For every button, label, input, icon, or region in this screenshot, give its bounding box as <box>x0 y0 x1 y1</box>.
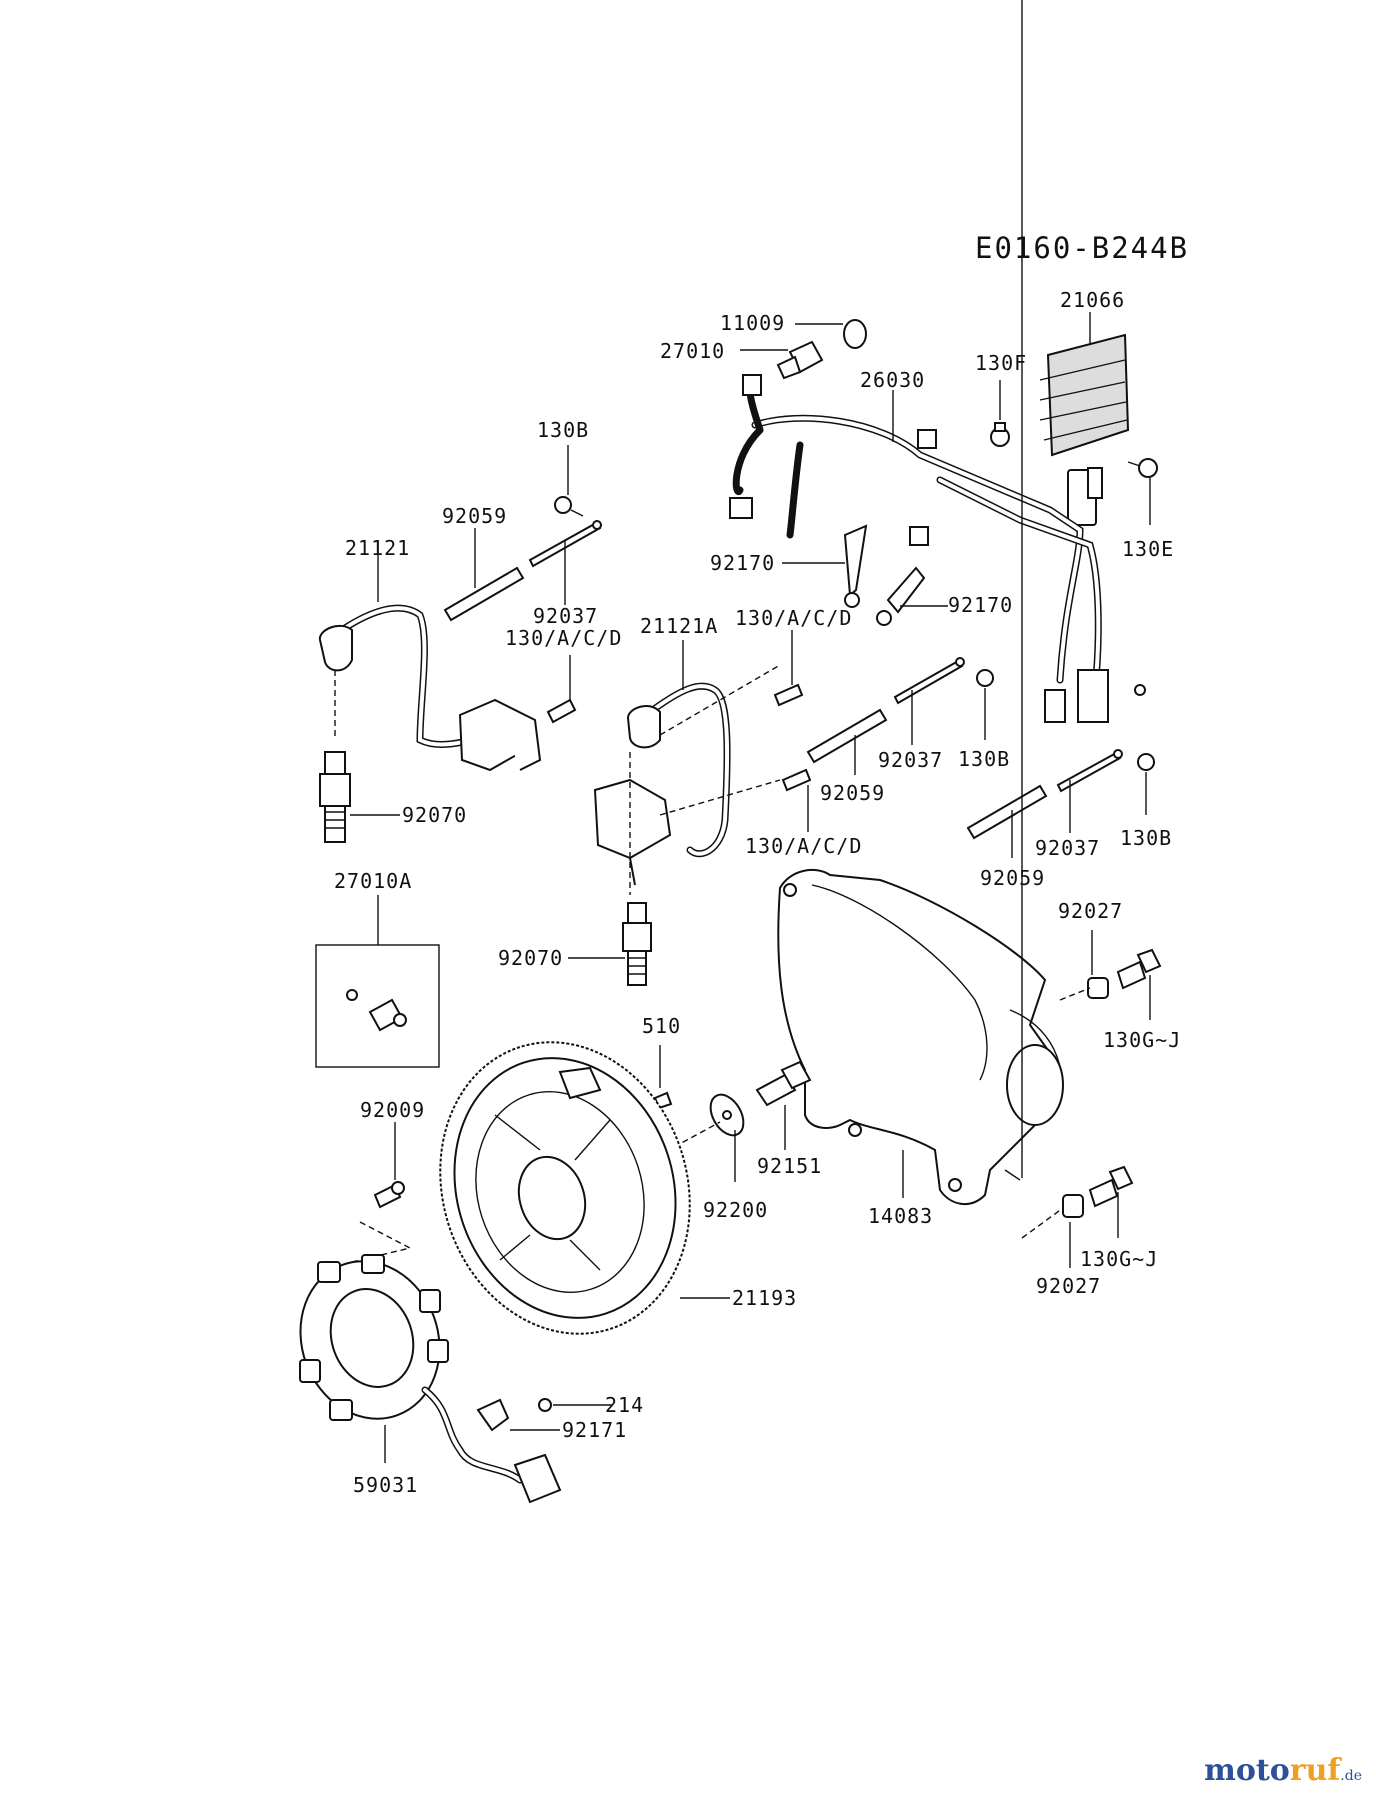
bolt-130acd-low[interactable] <box>781 768 812 792</box>
axis-92027-top <box>1059 987 1091 1001</box>
watermark-part2: ruf <box>1289 1753 1341 1788</box>
label-130b-top: 130B <box>537 418 589 442</box>
box-27010a <box>315 944 440 1068</box>
label-130e: 130E <box>1122 537 1174 561</box>
bolt-130gj-top[interactable] <box>1116 948 1162 990</box>
bolt-130acd-mid[interactable] <box>773 683 804 707</box>
switch-27010a[interactable] <box>346 989 407 1032</box>
label-92170-left: 92170 <box>710 551 775 575</box>
axis-92027-bot-c <box>1021 1207 1064 1239</box>
washer-11009[interactable] <box>843 319 867 349</box>
bolt-130b-right[interactable] <box>1137 753 1155 771</box>
label-130acd-mid: 130/A/C/D <box>735 606 852 630</box>
label-130b-right: 130B <box>1120 826 1172 850</box>
label-59031: 59031 <box>353 1473 418 1497</box>
label-92070-mid: 92070 <box>498 946 563 970</box>
label-92151: 92151 <box>757 1154 822 1178</box>
tube-92059-right[interactable] <box>966 784 1048 840</box>
axis-mid-top <box>659 664 781 736</box>
washer-92200[interactable] <box>704 1089 750 1141</box>
switch-27010[interactable] <box>776 340 824 380</box>
label-92059-right: 92059 <box>980 866 1045 890</box>
label-92171: 92171 <box>562 1418 627 1442</box>
label-130acd-left: 130/A/C/D <box>505 626 622 650</box>
axis-92027-bot-a <box>1004 1169 1021 1181</box>
bolt-92009[interactable] <box>373 1181 405 1209</box>
tube-92059-top[interactable] <box>443 566 525 622</box>
label-26030: 26030 <box>860 368 925 392</box>
label-130b-mid: 130B <box>958 747 1010 771</box>
label-92059-top: 92059 <box>442 504 507 528</box>
axis-mid-low <box>659 779 781 816</box>
label-92059-mid: 92059 <box>820 781 885 805</box>
watermark-part1: moto <box>1204 1753 1290 1788</box>
clamp-92171[interactable] <box>476 1398 510 1432</box>
label-21121a: 21121A <box>640 614 718 638</box>
collar-92027-top[interactable] <box>1087 977 1109 999</box>
label-214: 214 <box>605 1393 644 1417</box>
label-130gj-bot: 130G~J <box>1080 1247 1158 1271</box>
terminal-92170-right[interactable] <box>876 566 926 626</box>
label-92027-top: 92027 <box>1058 899 1123 923</box>
flywheel-21193[interactable] <box>403 1010 727 1367</box>
fan-housing-14083[interactable] <box>777 868 1064 1205</box>
bolt-130gj-bot[interactable] <box>1088 1165 1134 1208</box>
label-130f: 130F <box>975 351 1027 375</box>
regulator-21066[interactable] <box>1039 333 1130 526</box>
spark-plug-92070-mid[interactable] <box>622 902 652 986</box>
bolt-92151[interactable] <box>755 1060 812 1107</box>
screw-214[interactable] <box>538 1398 552 1412</box>
diagram-code: E0160-B244B <box>975 231 1189 265</box>
label-130gj-top: 130G~J <box>1103 1028 1181 1052</box>
stator-59031[interactable] <box>279 1242 562 1504</box>
tube-92059-mid[interactable] <box>806 708 888 764</box>
label-14083: 14083 <box>868 1204 933 1228</box>
label-21066: 21066 <box>1060 288 1125 312</box>
bolt-130b-top[interactable] <box>554 496 584 517</box>
plate-92037-right[interactable] <box>1056 749 1123 793</box>
label-21121: 21121 <box>345 536 410 560</box>
label-510: 510 <box>642 1014 681 1038</box>
plate-92037-mid[interactable] <box>893 657 965 705</box>
label-27010a: 27010A <box>334 869 412 893</box>
collar-92027-bot[interactable] <box>1062 1194 1084 1218</box>
ignition-coil-21121[interactable] <box>318 604 542 772</box>
label-92170-right: 92170 <box>948 593 1013 617</box>
terminal-92170-left[interactable] <box>843 524 868 608</box>
label-92037-top: 92037 <box>533 604 598 628</box>
bolt-130e[interactable] <box>1127 458 1158 478</box>
watermark-logo: motoruf.de <box>1204 1753 1362 1788</box>
label-92037-right: 92037 <box>1035 836 1100 860</box>
label-92200: 92200 <box>703 1198 768 1222</box>
ignition-coil-21121a[interactable] <box>593 682 731 886</box>
wire-harness-26030[interactable] <box>729 374 1146 723</box>
label-21193: 21193 <box>732 1286 797 1310</box>
bolt-130b-mid[interactable] <box>976 669 994 687</box>
spark-plug-92070-left[interactable] <box>319 751 351 843</box>
label-92027-bot: 92027 <box>1036 1274 1101 1298</box>
label-11009: 11009 <box>720 311 785 335</box>
label-27010: 27010 <box>660 339 725 363</box>
label-130acd-low: 130/A/C/D <box>745 834 862 858</box>
label-92070-left: 92070 <box>402 803 467 827</box>
watermark-suffix: .de <box>1340 1768 1362 1784</box>
label-92009: 92009 <box>360 1098 425 1122</box>
label-92037-mid: 92037 <box>878 748 943 772</box>
bolt-130f[interactable] <box>990 422 1010 447</box>
bolt-130acd-left[interactable] <box>546 698 577 724</box>
